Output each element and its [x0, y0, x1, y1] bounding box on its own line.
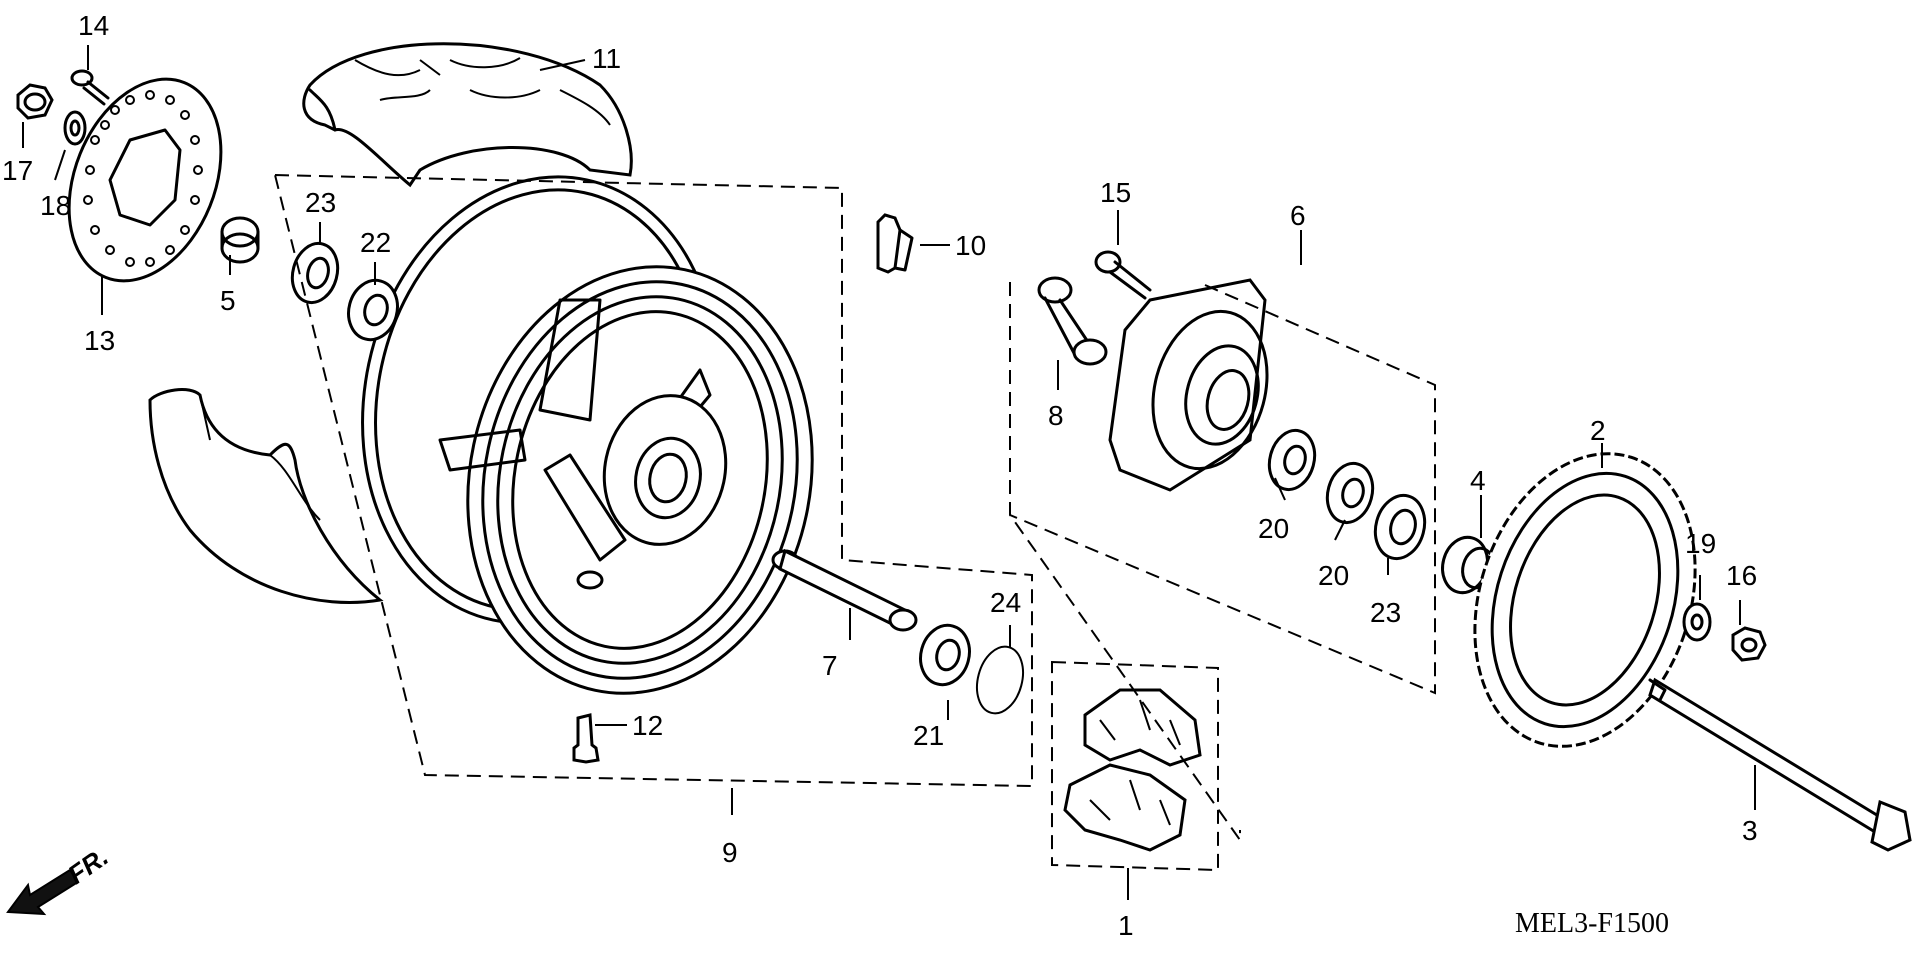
- callout-20-a: 20: [1258, 513, 1289, 544]
- callout-17: 17: [2, 155, 33, 186]
- diagram-code: MEL3-F1500: [1515, 908, 1669, 939]
- distance-collar: [771, 548, 918, 632]
- tire-upper-fragment: [302, 42, 633, 188]
- side-collar: [220, 216, 260, 264]
- callout-2: 2: [1590, 415, 1606, 446]
- leader-lines: [22, 45, 1756, 900]
- axle-nut: [1731, 626, 1767, 662]
- callout-22: 22: [360, 227, 391, 258]
- driven-flange-group-box: [1009, 282, 1436, 844]
- disc-washer: [63, 110, 87, 146]
- front-direction-arrow-icon: [6, 868, 80, 916]
- callout-20-b: 20: [1318, 560, 1349, 591]
- rear-wheel-rim: [361, 175, 814, 695]
- damper-group-box: [1051, 660, 1219, 872]
- callout-12: 12: [632, 710, 663, 741]
- callout-24: 24: [990, 587, 1021, 618]
- callout-16: 16: [1726, 560, 1757, 591]
- sprocket-hub-bolt: [1094, 250, 1152, 300]
- callout-18: 18: [40, 190, 71, 221]
- bearing-21: [919, 623, 971, 687]
- callout-13: 13: [84, 325, 115, 356]
- callout-4: 4: [1470, 465, 1486, 496]
- callout-5: 5: [220, 285, 236, 316]
- disc-bolt: [70, 69, 110, 106]
- damper-rubbers: [1063, 688, 1202, 852]
- disc-nut: [16, 83, 54, 120]
- callout-11: 11: [592, 43, 621, 74]
- callout-23-b: 23: [1370, 597, 1401, 628]
- callout-1: 1: [1118, 910, 1134, 941]
- bearing-20-b: [1325, 461, 1375, 525]
- callout-23-a: 23: [305, 187, 336, 218]
- callout-6: 6: [1290, 200, 1306, 231]
- driven-flange: [1108, 278, 1269, 492]
- callout-3: 3: [1742, 815, 1758, 846]
- callout-7: 7: [822, 650, 838, 681]
- balance-weight: [876, 213, 914, 274]
- rear-axle: [1648, 677, 1912, 852]
- axle-washer: [1682, 602, 1712, 642]
- callout-10: 10: [955, 230, 986, 261]
- callout-19: 19: [1685, 528, 1716, 559]
- o-ring: [975, 645, 1025, 715]
- seal-right: [1373, 493, 1427, 561]
- callout-21: 21: [913, 720, 944, 751]
- bearing-20-a: [1267, 428, 1317, 492]
- wheel-assembly-group-box: [273, 173, 1033, 788]
- bearing-22: [347, 278, 399, 342]
- callout-9: 9: [722, 837, 738, 868]
- final-driven-sprocket: [1473, 452, 1697, 748]
- callout-15: 15: [1100, 177, 1131, 208]
- callout-8: 8: [1048, 400, 1064, 431]
- tire-lower-fragment: [148, 388, 384, 604]
- tire-valve: [572, 713, 600, 764]
- bearing-left: [290, 241, 340, 305]
- hub-collar: [1037, 276, 1108, 366]
- brake-disc: [67, 77, 223, 283]
- callout-14: 14: [78, 10, 109, 41]
